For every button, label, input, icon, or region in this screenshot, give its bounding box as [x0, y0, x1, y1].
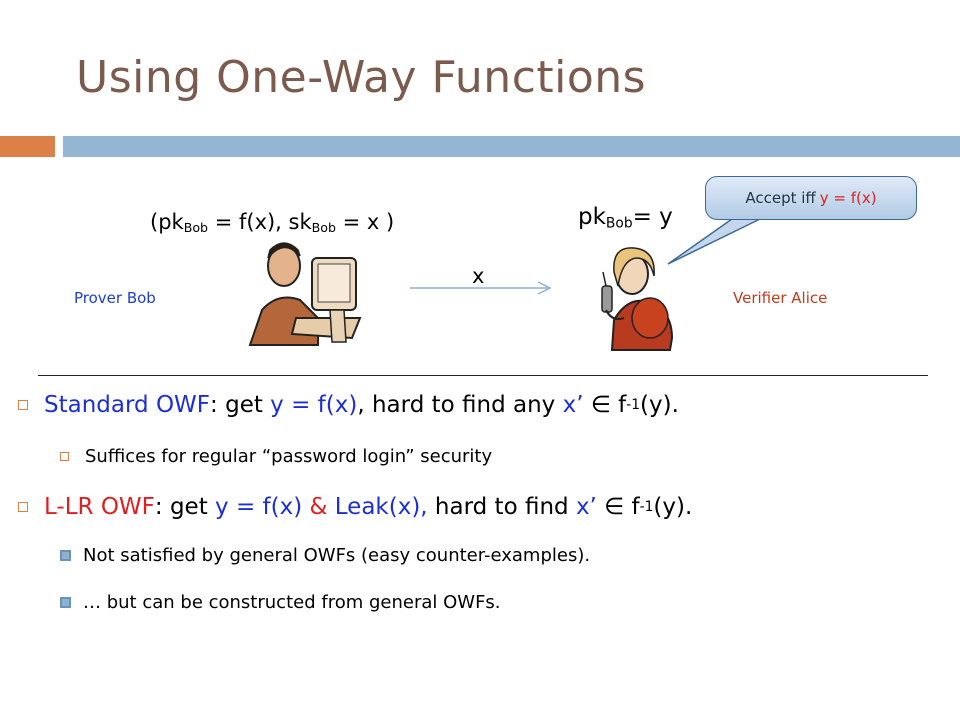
callout-tail — [667, 218, 761, 265]
bullet-2-part: x’ — [575, 494, 597, 520]
bullet-1-part: (y). — [640, 392, 679, 418]
sub-bullet-password-login: Suffices for regular “password login” se… — [60, 446, 492, 467]
accept-callout: Accept iff y = f(x) — [705, 176, 917, 220]
sub-bullet-marker-icon — [60, 550, 71, 561]
bullet-marker-icon — [18, 400, 28, 410]
bullet-2-part: L-LR OWF — [44, 494, 155, 520]
bullet-2-sup: -1 — [639, 499, 654, 515]
bullet-2-part: Leak(x), — [334, 494, 428, 520]
prover-label: Prover Bob — [74, 289, 156, 307]
verifier-public-key: pkBob= y — [578, 204, 673, 232]
bullet-llr-owf: L-LR OWF : get y = f(x) & Leak(x), hard … — [18, 494, 692, 520]
bullet-1-part: y = f(x) — [270, 392, 358, 418]
bullet-2-part: hard to find — [427, 494, 576, 520]
sub-bullet-marker-icon — [60, 452, 69, 461]
prover-bob-illustration — [248, 242, 362, 346]
bullet-marker-icon — [18, 502, 28, 512]
bullet-1-sup: -1 — [626, 397, 641, 413]
sub-bullet-marker-icon — [60, 597, 71, 608]
bullet-1-part: Standard OWF — [44, 392, 211, 418]
title-accent-bar — [0, 136, 55, 157]
bullet-2-part: ∈ f — [596, 494, 640, 520]
verifier-alice-illustration — [601, 247, 674, 351]
slide-title: Using One-Way Functions — [76, 52, 647, 103]
message-x: x — [472, 264, 485, 288]
bullet-1-part: x’ — [562, 392, 584, 418]
bullet-1-part: , hard to find any — [357, 392, 563, 418]
sub-bullet-not-satisfied: Not satisfied by general OWFs (easy coun… — [60, 545, 590, 566]
sub-bullet-constructed: … but can be constructed from general OW… — [60, 592, 501, 613]
bullet-2-part: : get — [154, 494, 216, 520]
section-divider — [38, 375, 928, 376]
bullet-2-part: y = f(x) — [215, 494, 303, 520]
bullet-2-part: & — [302, 494, 335, 520]
bullet-1-part: : get — [210, 392, 271, 418]
prover-keypair: (pkBob = f(x), skBob = x ) — [150, 210, 395, 236]
bullet-1-part: ∈ f — [583, 392, 627, 418]
bullet-standard-owf: Standard OWF : get y = f(x) , hard to fi… — [18, 392, 679, 418]
message-arrowhead — [537, 281, 552, 295]
verifier-label: Verifier Alice — [733, 289, 828, 307]
bullet-2-part: (y). — [653, 494, 693, 520]
title-underline-bar — [63, 136, 960, 157]
